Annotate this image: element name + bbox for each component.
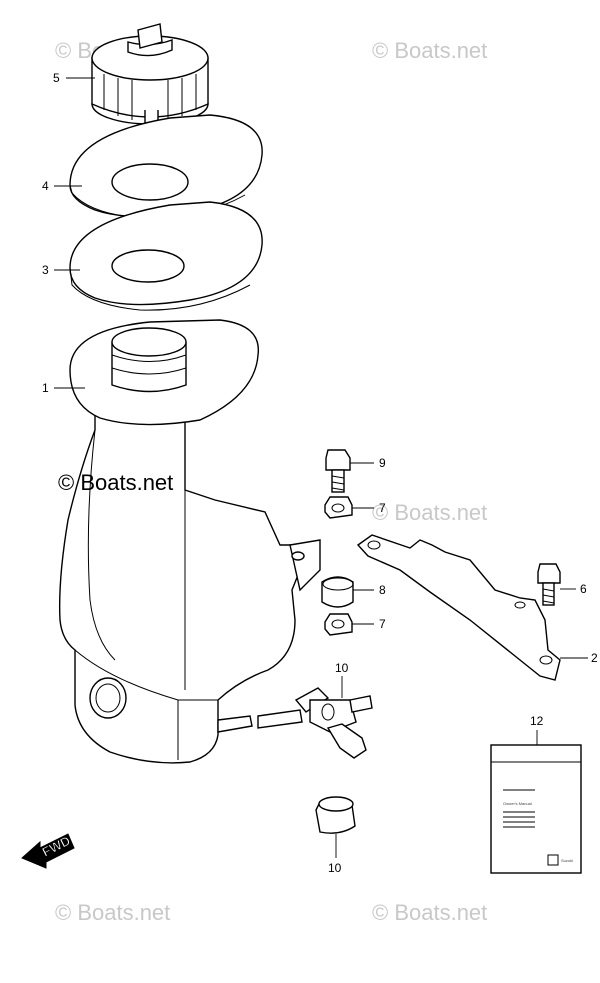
manual-brand: Suzuki: [561, 858, 573, 863]
gasket-lower[interactable]: [69, 201, 263, 311]
bracket-bolt[interactable]: [537, 563, 561, 606]
fuel-tank[interactable]: [58, 319, 321, 764]
gasket-upper[interactable]: [69, 114, 263, 219]
callout-8: 8: [379, 583, 386, 597]
bracket[interactable]: [356, 534, 561, 681]
grommet[interactable]: [321, 576, 354, 608]
callout-7a: 7: [379, 501, 386, 515]
callout-3: 3: [42, 263, 49, 277]
collar-lower[interactable]: [324, 613, 353, 636]
collar-upper[interactable]: [324, 496, 353, 519]
callout-1: 1: [42, 381, 49, 395]
callout-5: 5: [53, 71, 60, 85]
fuel-cock[interactable]: [257, 687, 373, 759]
callout-6: 6: [580, 582, 587, 596]
callout-11: 10: [335, 661, 349, 675]
watermark-bottom-right: © Boats.net: [372, 900, 487, 925]
callout-7b: 7: [379, 617, 386, 631]
fuel-filter[interactable]: [315, 796, 356, 834]
fwd-arrow-icon: FWD: [21, 832, 75, 869]
watermark-bottom-left: © Boats.net: [55, 900, 170, 925]
fuel-cap[interactable]: [91, 23, 209, 129]
watermark-mid-right: © Boats.net: [372, 500, 487, 525]
callout-2: 2: [591, 651, 598, 665]
callout-4: 4: [42, 179, 49, 193]
watermark-top-right: © Boats.net: [372, 38, 487, 63]
callout-9: 9: [379, 456, 386, 470]
owners-manual[interactable]: Owner's Manual Suzuki: [490, 744, 582, 874]
tank-bolt[interactable]: [325, 449, 351, 493]
callout-10: 10: [328, 861, 342, 875]
manual-title: Owner's Manual: [503, 801, 532, 806]
callout-12: 12: [530, 714, 544, 728]
watermark-main: © Boats.net: [58, 470, 173, 495]
